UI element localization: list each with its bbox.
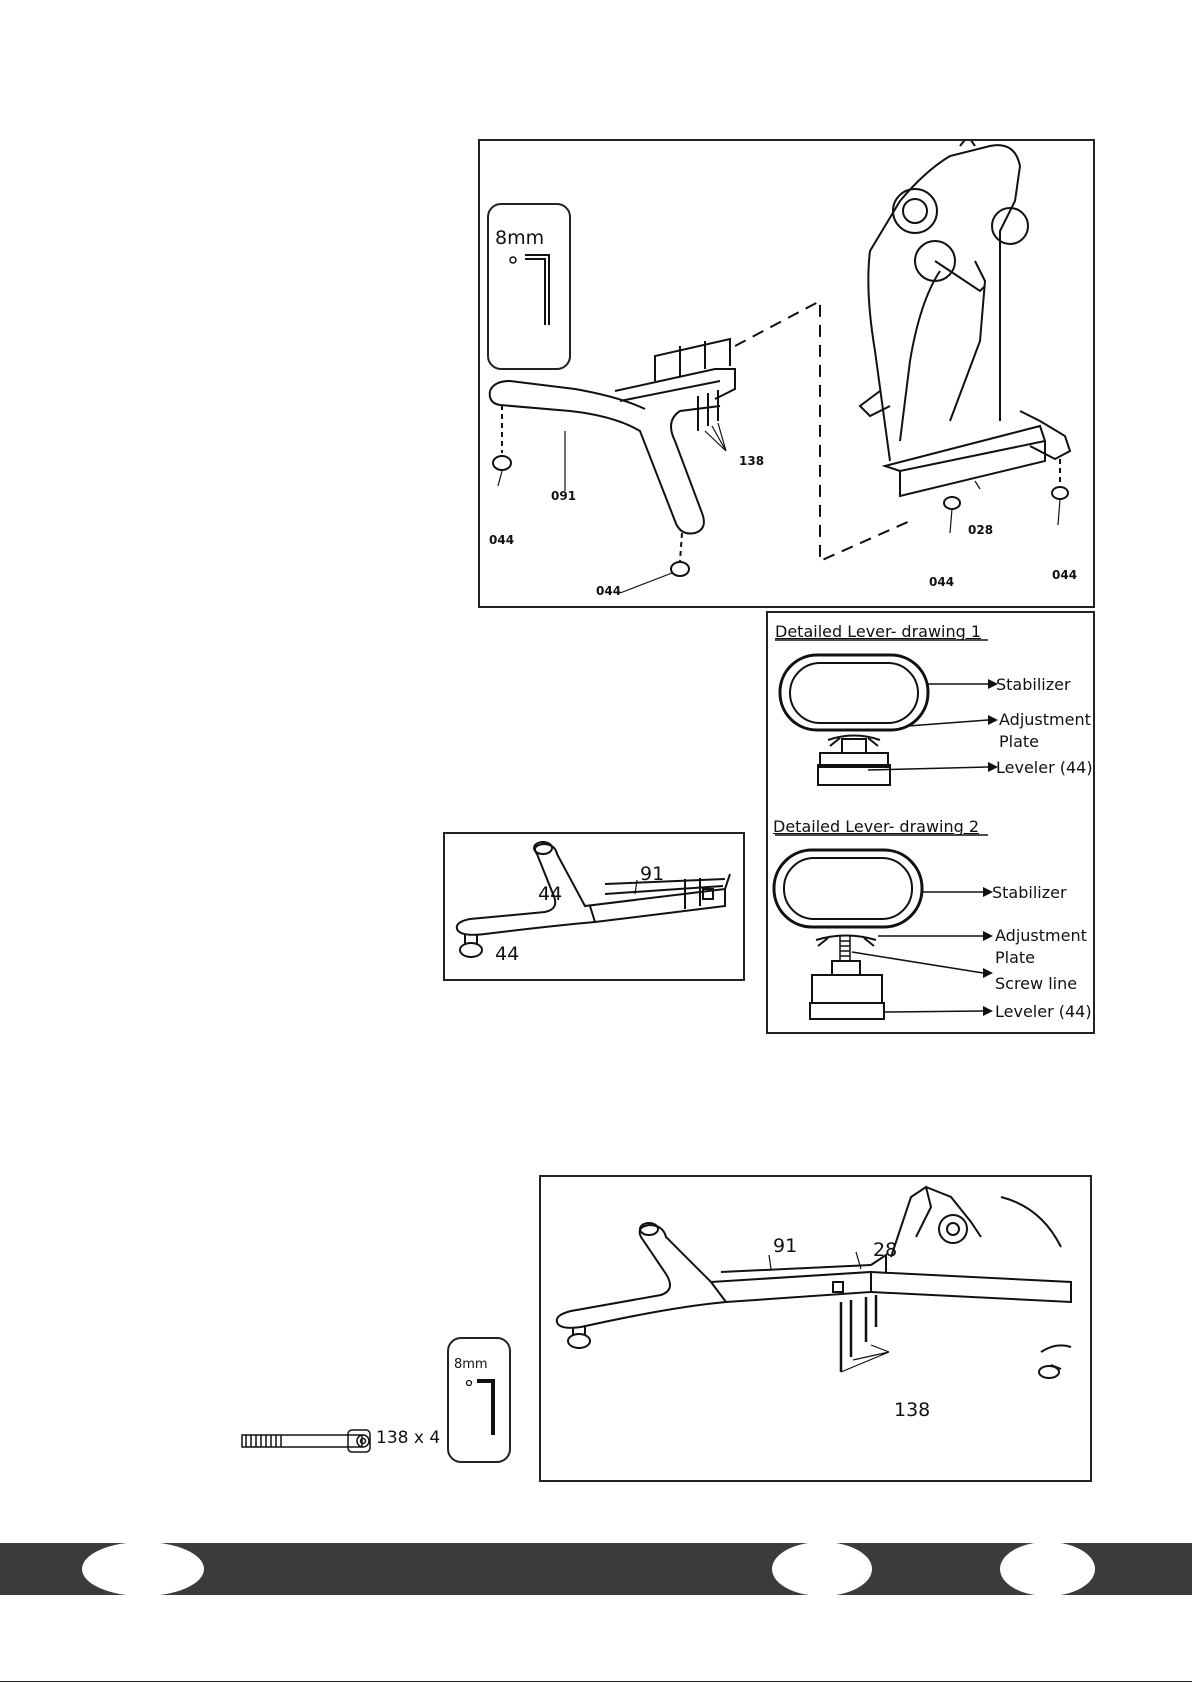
leveler-detail-drawing [445,834,743,979]
leveler-detail-view-panel: 91 44 44 [443,832,745,981]
lever-detail-panel: Detailed Lever- drawing 1 Stabilizer Adj… [766,611,1095,1034]
drawing2-title: Detailed Lever- drawing 2 [773,817,979,836]
hex-key-icon [489,205,569,365]
step2-part-label-91: 91 [773,1235,797,1257]
detail-leveler-label-bottom: 44 [495,943,519,965]
drawing1-plate-label: Plate [999,732,1039,751]
detail-leveler-label-top: 44 [538,883,562,905]
part-label-028: 028 [968,523,993,537]
part-label-091: 091 [551,489,576,503]
page-bottom-rule [0,1681,1192,1682]
drawing2-leveler-label: Leveler (44) [995,1002,1092,1021]
drawing1-leveler-label: Leveler (44) [996,758,1093,777]
hex-key-tool-card: 8mm [487,203,571,370]
hex-key-tool-card-step2: 8mm [447,1337,511,1463]
step2-assembly-drawing [541,1177,1090,1480]
footer-page-oval-left [82,1542,204,1596]
drawing2-stabilizer-label: Stabilizer [992,883,1067,902]
step1-assembly-drawing [480,141,1093,606]
bolt-138-hardware: 138 x 4 [240,1426,440,1456]
part-label-138: 138 [739,454,764,468]
drawing2-plate-label: Plate [995,948,1035,967]
detail-part-label-91: 91 [640,863,664,885]
drawing1-adjustment-label: Adjustment [999,710,1091,729]
part-label-044-frame: 044 [929,575,954,589]
drawing2-screw-line-label: Screw line [995,974,1077,993]
step2-diagram-panel: 91 28 138 [539,1175,1092,1482]
drawing1-stabilizer-label: Stabilizer [996,675,1071,694]
footer-page-oval-right [772,1542,872,1596]
step2-part-label-28: 28 [873,1239,897,1261]
drawing2-adjustment-label: Adjustment [995,926,1087,945]
bolt-quantity-label: 138 x 4 [376,1428,440,1448]
footer-page-oval-edge [1000,1542,1095,1596]
bolt-icon [240,1426,380,1456]
hex-key-icon-step2 [449,1339,509,1461]
part-label-044-right: 044 [1052,568,1077,582]
step1-diagram-panel: 091 138 028 044 044 044 044 8mm [478,139,1095,608]
drawing1-title: Detailed Lever- drawing 1 [775,622,981,641]
part-label-044-left: 044 [489,533,514,547]
step2-part-label-138: 138 [894,1399,930,1421]
part-label-044-mid: 044 [596,584,621,598]
